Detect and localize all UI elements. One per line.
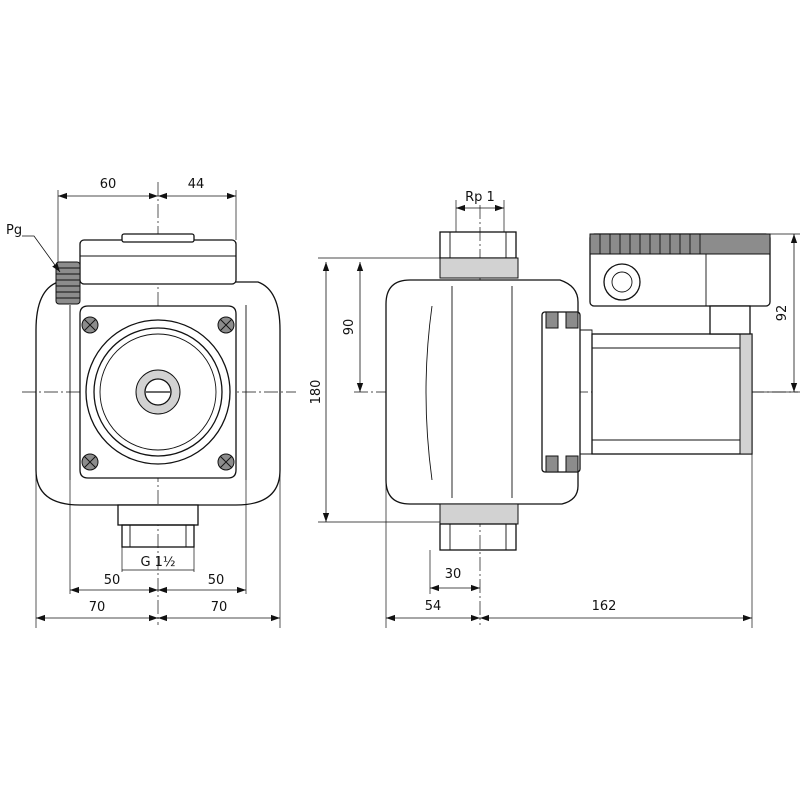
pg-leader-line — [22, 235, 61, 273]
side-heatsink-fins — [599, 234, 701, 254]
dim-text-70-right: 70 — [211, 600, 228, 615]
pg-cable-gland — [55, 261, 81, 305]
side-module-foot — [709, 305, 751, 335]
front-outer-extension-lines — [35, 470, 281, 628]
side-motor-bands — [592, 347, 752, 441]
side-bottom-thread — [439, 523, 517, 551]
side-height-extension-lines — [318, 257, 440, 523]
side-flange-screw-top — [545, 311, 559, 329]
dim-text-54: 54 — [425, 599, 442, 614]
side-module-knob — [603, 263, 641, 301]
side-flange — [541, 311, 581, 473]
front-module-lid — [121, 233, 195, 243]
side-motor-can — [591, 333, 753, 455]
front-thread-extension-lines — [121, 547, 195, 572]
dim-text-180: 180 — [309, 380, 324, 405]
side-housing-curve — [425, 305, 433, 481]
side-pump-housing — [385, 279, 579, 505]
thread-label-rp: Rp 1 — [465, 190, 495, 205]
front-motor-inner-ring — [93, 327, 223, 457]
front-body-inner-edges — [69, 305, 247, 480]
side-bottom-nut — [439, 503, 519, 525]
dim-text-162: 162 — [592, 599, 617, 614]
dim-text-60: 60 — [100, 177, 117, 192]
dim-text-90: 90 — [342, 319, 357, 336]
front-inner-extension-lines — [69, 480, 247, 594]
front-bottom-nut — [117, 504, 199, 526]
front-view: 60 44 Pg G 1½ 50 50 70 70 — [6, 177, 296, 628]
dim-text-92: 92 — [775, 305, 790, 322]
side-view: Rp 1 180 90 92 30 54 162 — [309, 190, 800, 628]
side-width-extension-lines — [385, 454, 753, 628]
pg-gland-ribs — [56, 267, 80, 299]
side-top-nut — [439, 257, 519, 279]
front-flange-screws — [81, 316, 235, 471]
front-top-extension-lines — [57, 190, 237, 262]
front-module-box — [79, 239, 237, 285]
thread-label-g: G 1½ — [140, 555, 175, 570]
front-pump-body — [35, 281, 281, 506]
dim-text-50-left: 50 — [104, 573, 121, 588]
side-housing-flow-lines — [451, 286, 513, 498]
pg-label: Pg — [6, 223, 22, 238]
side-top-thread — [439, 231, 517, 259]
side-motor-end-cap — [739, 333, 753, 455]
side-flange-screw-bottom — [545, 455, 559, 473]
front-motor-face — [99, 333, 217, 451]
front-motor-outer-ring — [85, 319, 231, 465]
dim-text-70-left: 70 — [89, 600, 106, 615]
dim-text-30: 30 — [445, 567, 462, 582]
front-bottom-thread — [121, 524, 195, 548]
dim-text-50-right: 50 — [208, 573, 225, 588]
dim-text-44: 44 — [188, 177, 205, 192]
